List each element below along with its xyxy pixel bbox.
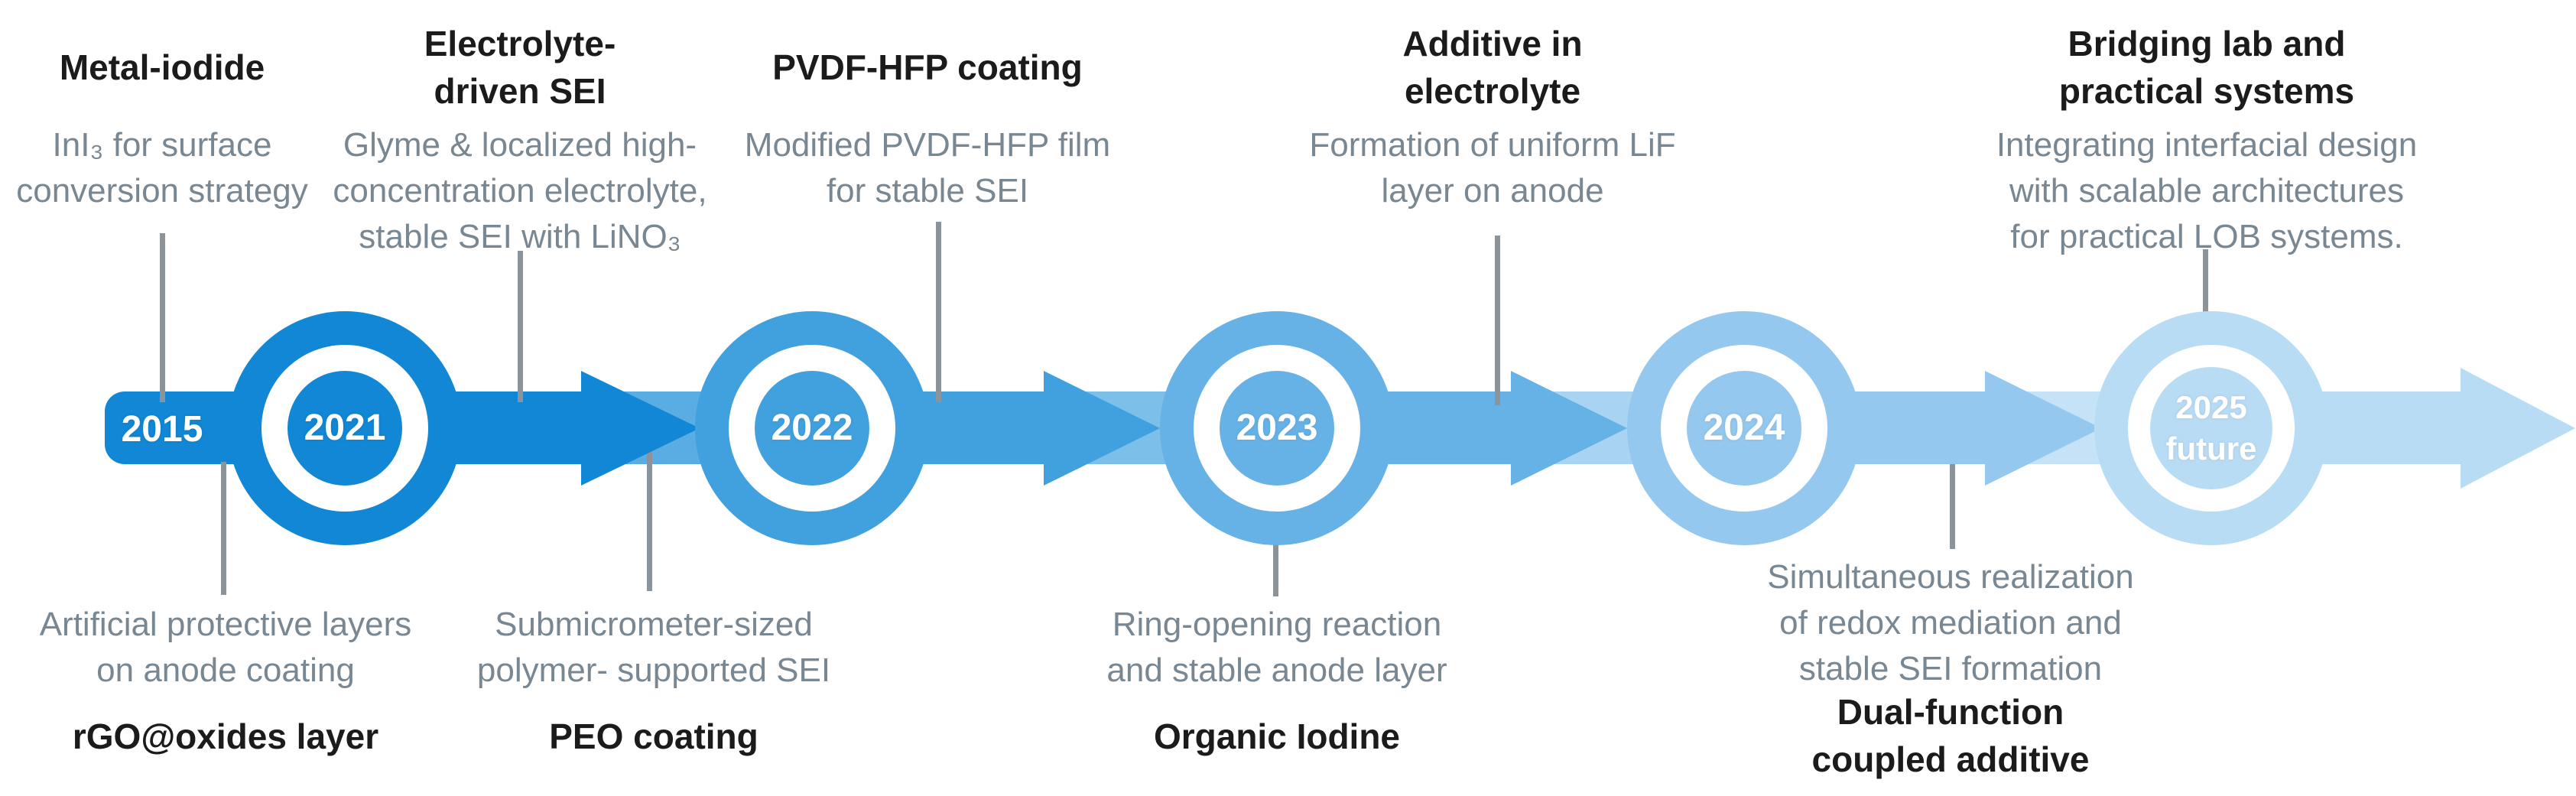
annotation-pvdf-hfp: PVDF-HFP coating Modified PVDF-HFP film … [690, 11, 1165, 214]
annotation-body: Modified PVDF-HFP film for stable SEI [744, 126, 1111, 210]
arrow-head-icon-2024 [1985, 371, 2101, 486]
annotation-heading: Bridging lab and practical systems [2058, 23, 2355, 111]
milestone-label-2023: 2023 [1236, 408, 1318, 448]
connector-line-electrolyte-sei [518, 251, 523, 402]
annotation-heading: Electrolyte- driven SEI [424, 23, 616, 111]
annotation-heading: Metal-iodide [59, 47, 265, 87]
ring-white-2023: 2023 [1194, 345, 1360, 512]
annotation-body: InI₃ for surface conversion strategy [16, 126, 308, 210]
connector-line-pvdf-hfp [936, 222, 941, 402]
connector-line-additive [1495, 236, 1500, 405]
connector-line-organic-iodine [1273, 535, 1278, 596]
milestone-ring-2025: 2025 future [2094, 311, 2328, 545]
annotation-heading-peo-coating: PEO coating [549, 716, 759, 756]
annotation-metal-iodide: Metal-iodide InI₃ for surface conversion… [0, 11, 399, 214]
milestone-ring-2023: 2023 [1160, 311, 1394, 545]
milestone-label-2025: 2025 [2175, 389, 2247, 425]
connector-line-peo-coating [647, 432, 652, 591]
annotation-bridging-lab: Bridging lab and practical systems Integ… [1970, 11, 2444, 260]
ring-white-2022: 2022 [729, 345, 895, 512]
arrow-head-icon-2023 [1511, 371, 1627, 486]
annotation-body-dual-function: Simultaneous realization of redox mediat… [1767, 558, 2134, 687]
annotation-body: Formation of uniform LiF layer on anode [1309, 126, 1676, 210]
annotation-body-peo-coating: Submicrometer-sized polymer- supported S… [476, 606, 831, 689]
arrow-head-icon-2022 [1044, 371, 1160, 486]
milestone-ring-2022: 2022 [695, 311, 929, 545]
ring-white-2021: 2021 [261, 345, 428, 512]
ring-white-2024: 2024 [1661, 345, 1827, 512]
annotation-heading: Additive in electrolyte [1402, 23, 1583, 111]
connector-line-dual-function [1950, 459, 1955, 549]
annotation-body: Glyme & localized high- concentration el… [333, 126, 707, 255]
annotation-body-organic-iodine: Ring-opening reaction and stable anode l… [1106, 606, 1447, 689]
milestone-label-2022: 2022 [771, 408, 853, 448]
annotation-electrolyte-sei: Electrolyte- driven SEI Glyme & localize… [283, 11, 757, 260]
milestone-ring-2021: 2021 [228, 311, 462, 545]
arrow-head-icon-2021 [581, 371, 700, 486]
milestone-label-2024: 2024 [1703, 408, 1785, 448]
milestone-ring-2024: 2024 [1627, 311, 1861, 545]
annotation-heading-organic-iodine: Organic Iodine [1153, 716, 1401, 756]
annotation-additive-electrolyte: Additive in electrolyte Formation of uni… [1256, 11, 1730, 214]
connector-line-bridging [2203, 249, 2208, 329]
annotation-body: Integrating interfacial design with scal… [1996, 126, 2418, 255]
milestone-label-2015: 2015 [121, 409, 203, 450]
annotation-body-rgo-oxides: Artificial protective layers on anode co… [39, 606, 412, 689]
milestone-label-2021: 2021 [304, 408, 386, 448]
connector-line-rgo-oxides [221, 462, 226, 595]
ring-white-2025: 2025 future [2128, 345, 2295, 512]
connector-line-metal-iodide [160, 233, 165, 402]
annotation-heading-dual-function: Dual-function coupled additive [1811, 692, 2090, 779]
annotation-heading: PVDF-HFP coating [772, 47, 1083, 87]
annotation-heading-rgo-oxides: rGO@oxides layer [72, 716, 379, 756]
arrow-head-icon-future [2461, 368, 2575, 489]
milestone-label-future: future [2165, 430, 2257, 466]
